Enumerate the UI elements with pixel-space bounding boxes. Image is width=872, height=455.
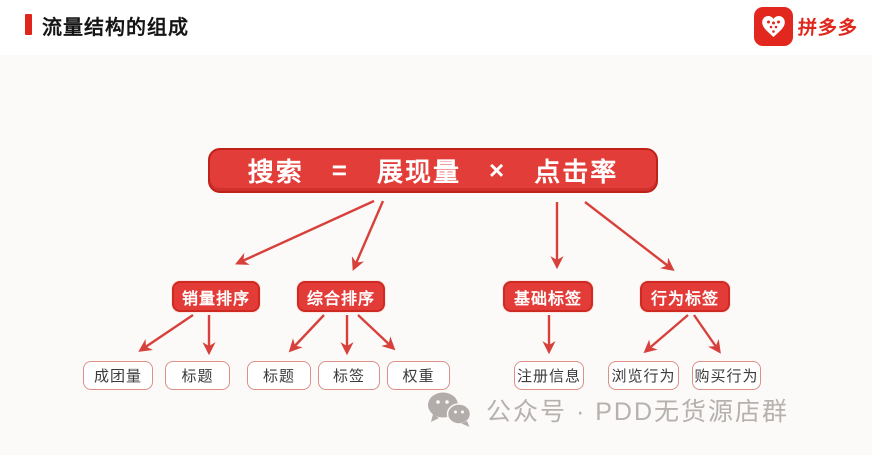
equals-sign: = [331, 155, 349, 185]
formula-part-ctr: 点击率 [534, 157, 619, 187]
node-composite-ranking: 综合排序 [297, 281, 385, 312]
watermark: 公众号 · PDD无货源店群 [426, 391, 789, 429]
node-behavior-tags: 行为标签 [640, 281, 730, 312]
formula-part-impressions: 展现量 [376, 157, 461, 187]
brand-name: 拼多多 [797, 18, 859, 39]
traffic-structure-diagram: 搜索 = 展现量 × 点击率 销量排序 综合排序 基础标签 行为标签 成团量 标… [0, 55, 872, 455]
formula-box: 搜索 = 展现量 × 点击率 [208, 148, 658, 193]
leaf-purchase-behavior: 购买行为 [692, 361, 761, 390]
formula-part-search: 搜索 [247, 157, 304, 187]
pdd-heart-icon [753, 7, 793, 46]
page-title: 流量结构的组成 [42, 17, 189, 39]
leaf-browse-behavior: 浏览行为 [608, 361, 679, 390]
leaf-title-1: 标题 [165, 361, 230, 390]
title-accent-bar [25, 14, 32, 35]
leaf-registration-info: 注册信息 [514, 361, 584, 390]
leaf-weight: 权重 [387, 361, 450, 390]
multiply-sign: × [489, 155, 507, 185]
leaf-title-2: 标题 [247, 361, 311, 390]
header: 流量结构的组成 拼多多 [0, 0, 872, 55]
wechat-icon [428, 392, 472, 427]
node-basic-tags: 基础标签 [503, 281, 593, 312]
watermark-text: 公众号 · PDD无货源店群 [486, 398, 790, 426]
leaf-tag: 标签 [318, 361, 380, 390]
arrow-layer [138, 199, 721, 356]
brand-logo: 拼多多 [753, 7, 859, 46]
node-sales-ranking: 销量排序 [172, 281, 260, 312]
leaf-group-volume: 成团量 [83, 361, 153, 390]
